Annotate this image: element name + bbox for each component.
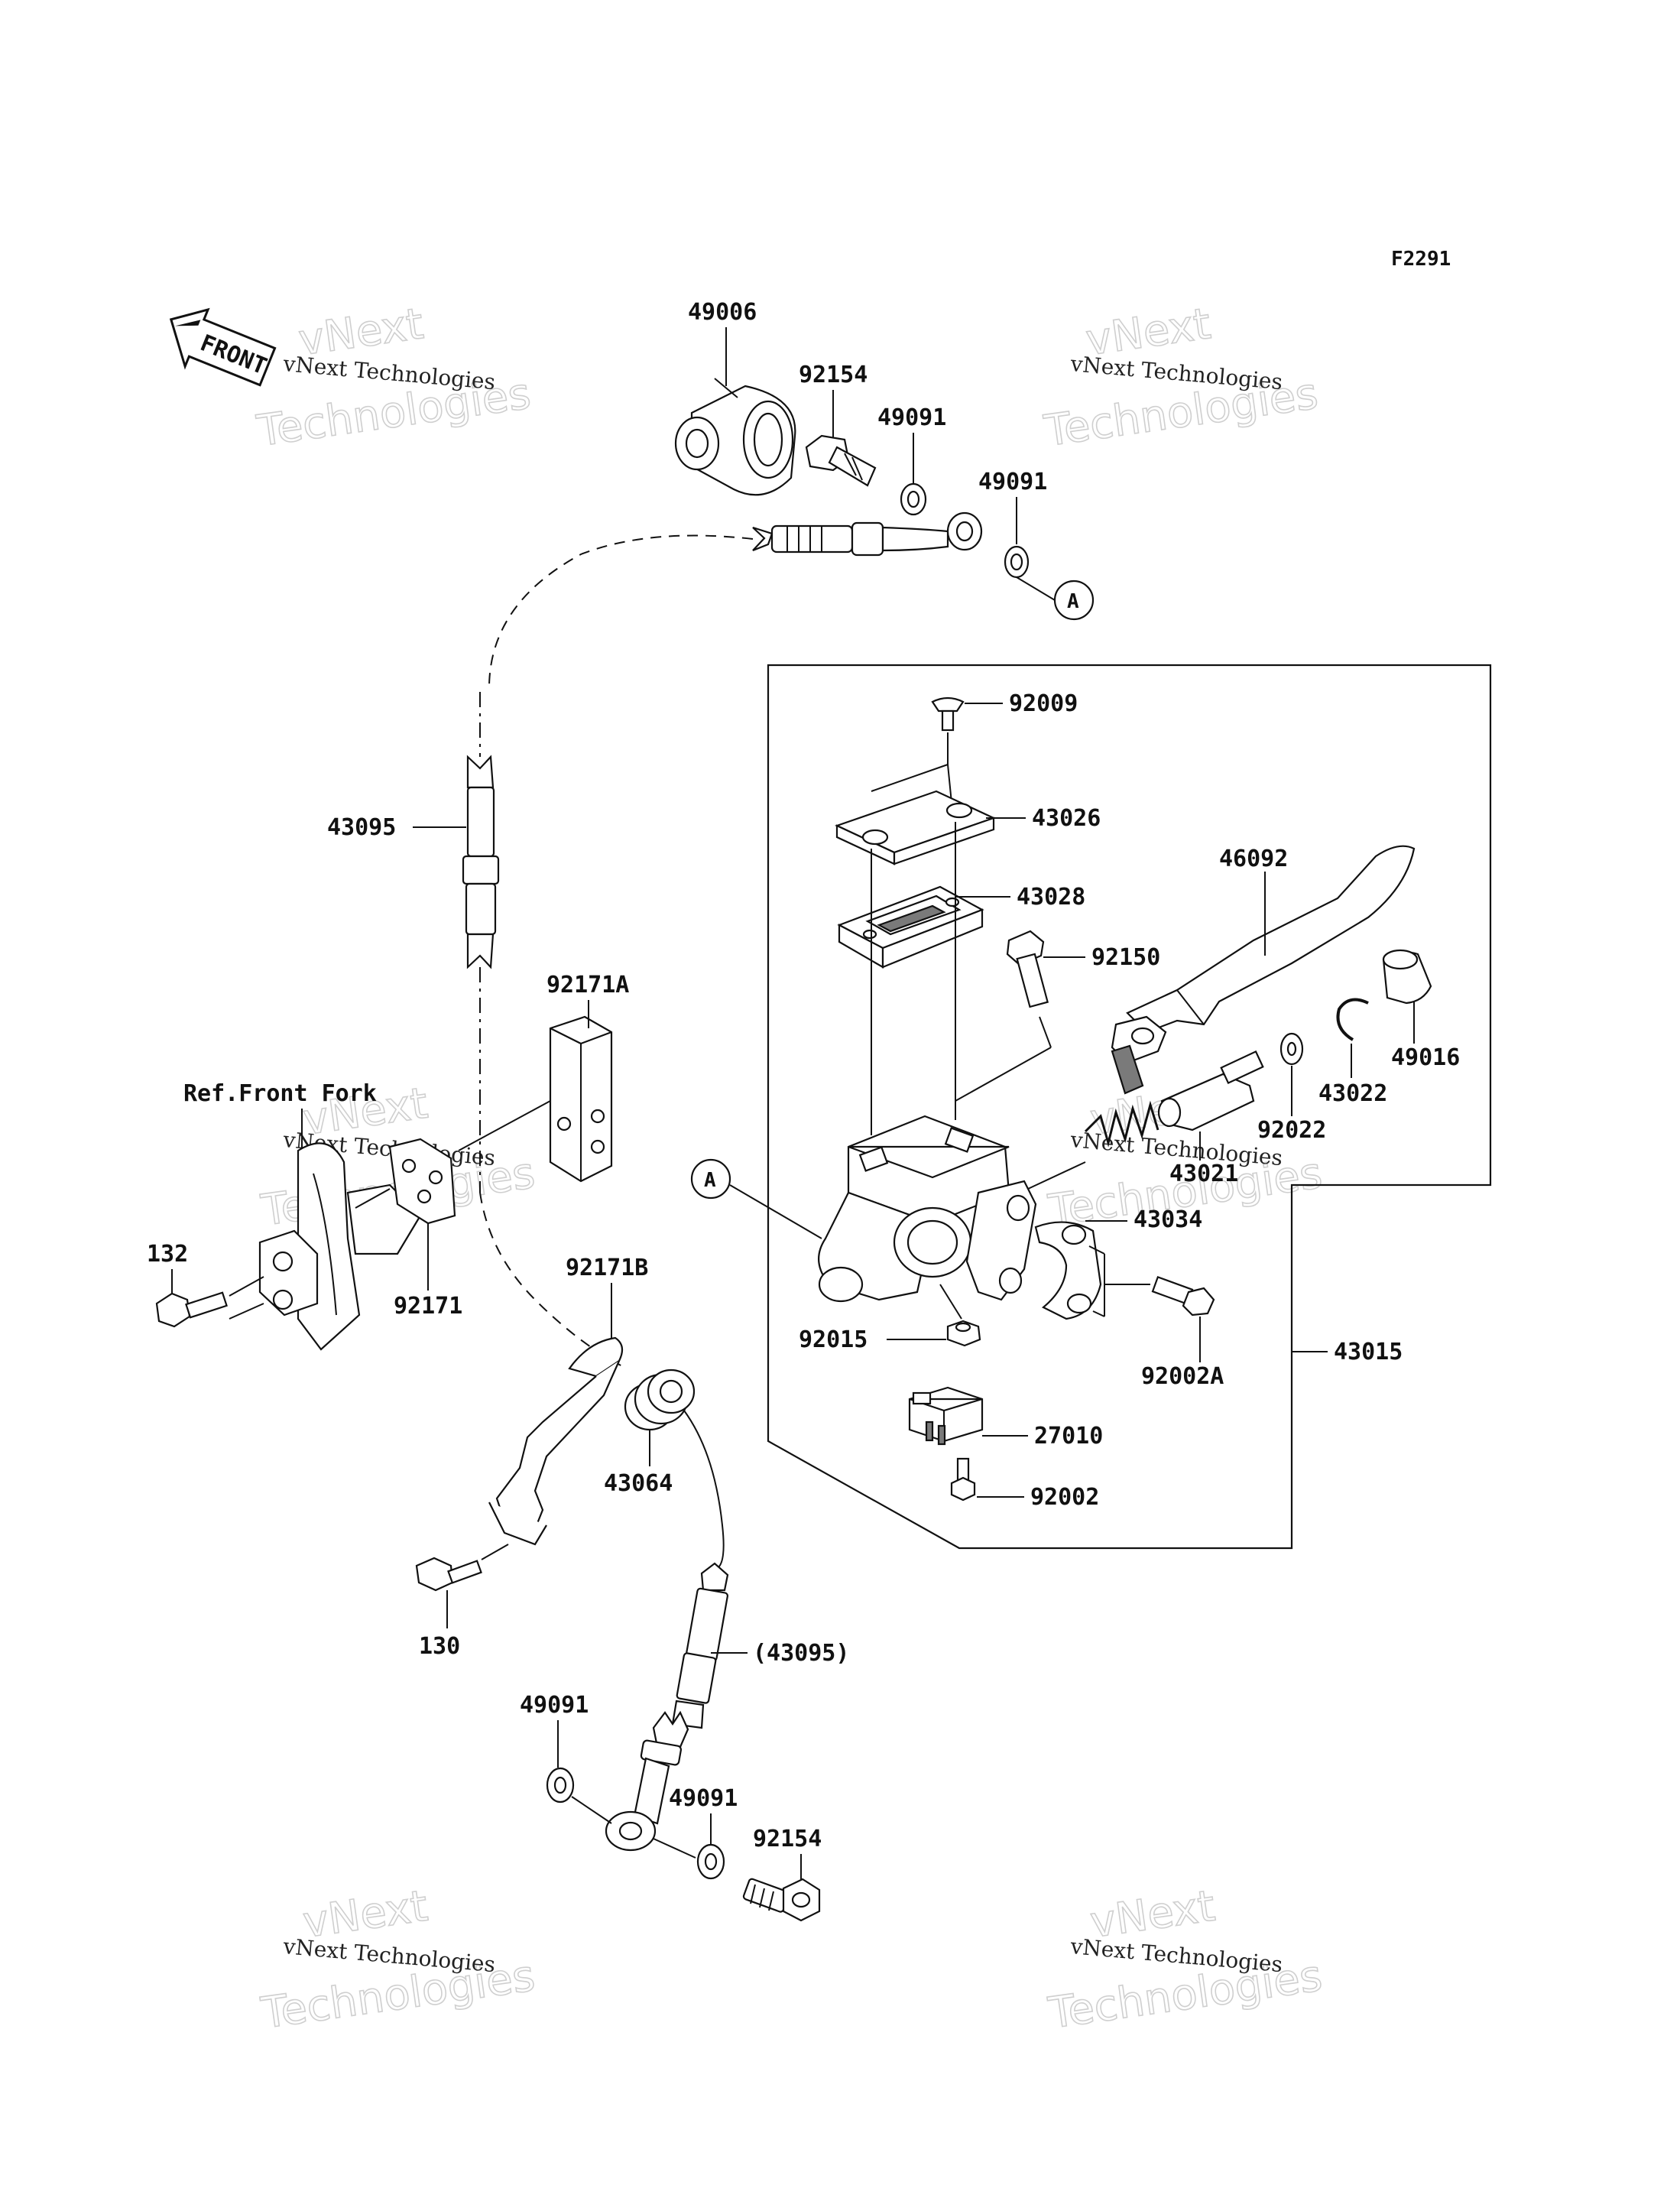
bolt-130	[415, 1557, 482, 1592]
label-130: 130	[419, 1633, 460, 1660]
bracket-92171A	[549, 1015, 613, 1183]
label-92002A: 92002A	[1141, 1363, 1224, 1390]
label-27010: 27010	[1034, 1423, 1103, 1450]
diaphragm-43028	[837, 885, 984, 969]
clip-92171B	[488, 1336, 624, 1546]
label-92154-bottom: 92154	[753, 1826, 822, 1852]
clamp-43034	[1034, 1221, 1102, 1320]
label-92154-top: 92154	[799, 362, 868, 388]
label-49016: 49016	[1391, 1044, 1460, 1071]
plate-92171	[388, 1138, 456, 1225]
label-43021: 43021	[1169, 1161, 1238, 1187]
label-43095: 43095	[327, 814, 396, 841]
piston-kit-43021	[1084, 1050, 1264, 1148]
brake-hose-top-fitting	[752, 511, 983, 557]
hose-route-top	[488, 534, 754, 689]
banjo-bolt-92154-top	[805, 434, 877, 487]
label-43028: 43028	[1017, 884, 1085, 911]
boot-49016	[1382, 949, 1432, 1005]
label-92171B: 92171B	[566, 1255, 648, 1281]
screw-92009	[931, 696, 965, 732]
label-49091-a: 49091	[877, 404, 946, 431]
label-92171A: 92171A	[546, 972, 629, 998]
label-92150: 92150	[1091, 944, 1160, 971]
label-46092: 46092	[1219, 846, 1288, 872]
label-92022: 92022	[1257, 1117, 1326, 1144]
front-arrow-icon: FRONT	[169, 307, 277, 387]
label-92015: 92015	[799, 1326, 868, 1353]
pivot-bolt-92150	[1006, 930, 1049, 1008]
grommet-43064	[624, 1368, 696, 1431]
label-132: 132	[147, 1241, 188, 1268]
callout-a-top	[1053, 580, 1095, 621]
label-92171: 92171	[394, 1293, 462, 1320]
circlip-43022	[1336, 998, 1369, 1041]
brake-lever-46092	[1111, 845, 1416, 1095]
label-43095-paren: (43095)	[753, 1640, 849, 1667]
bolt-132	[155, 1291, 228, 1328]
label-92002: 92002	[1030, 1484, 1099, 1511]
figure-code: F2291	[1391, 248, 1451, 271]
reference-front-fork: Ref.Front Fork	[183, 1080, 377, 1107]
reservoir-cover-43026	[835, 790, 996, 865]
banjo-bolt-92154-bottom	[742, 1878, 821, 1922]
label-43064: 43064	[604, 1470, 673, 1497]
label-49091-b: 49091	[978, 469, 1047, 495]
screw-92002	[950, 1457, 976, 1502]
label-92009: 92009	[1009, 690, 1078, 717]
master-cylinder-assembly-frame	[767, 664, 1492, 1550]
callout-a-top-label: A	[1067, 590, 1079, 613]
label-49091-c: 49091	[520, 1692, 589, 1719]
label-43022: 43022	[1318, 1080, 1387, 1107]
label-43015: 43015	[1334, 1339, 1403, 1365]
brake-hose-lower-end	[605, 1562, 729, 1852]
brake-hose-43095	[462, 755, 500, 969]
label-43026: 43026	[1032, 805, 1101, 832]
reservoir-cap-49006	[674, 378, 796, 496]
label-43034: 43034	[1134, 1206, 1202, 1233]
label-49091-d: 49091	[669, 1785, 738, 1812]
callout-a-body-label: A	[704, 1169, 716, 1192]
label-49006: 49006	[688, 299, 757, 326]
callout-a-body	[690, 1158, 731, 1200]
master-cylinder-body	[818, 1115, 1037, 1303]
bolt-92002A	[1151, 1275, 1215, 1317]
brake-switch-27010	[908, 1386, 984, 1446]
